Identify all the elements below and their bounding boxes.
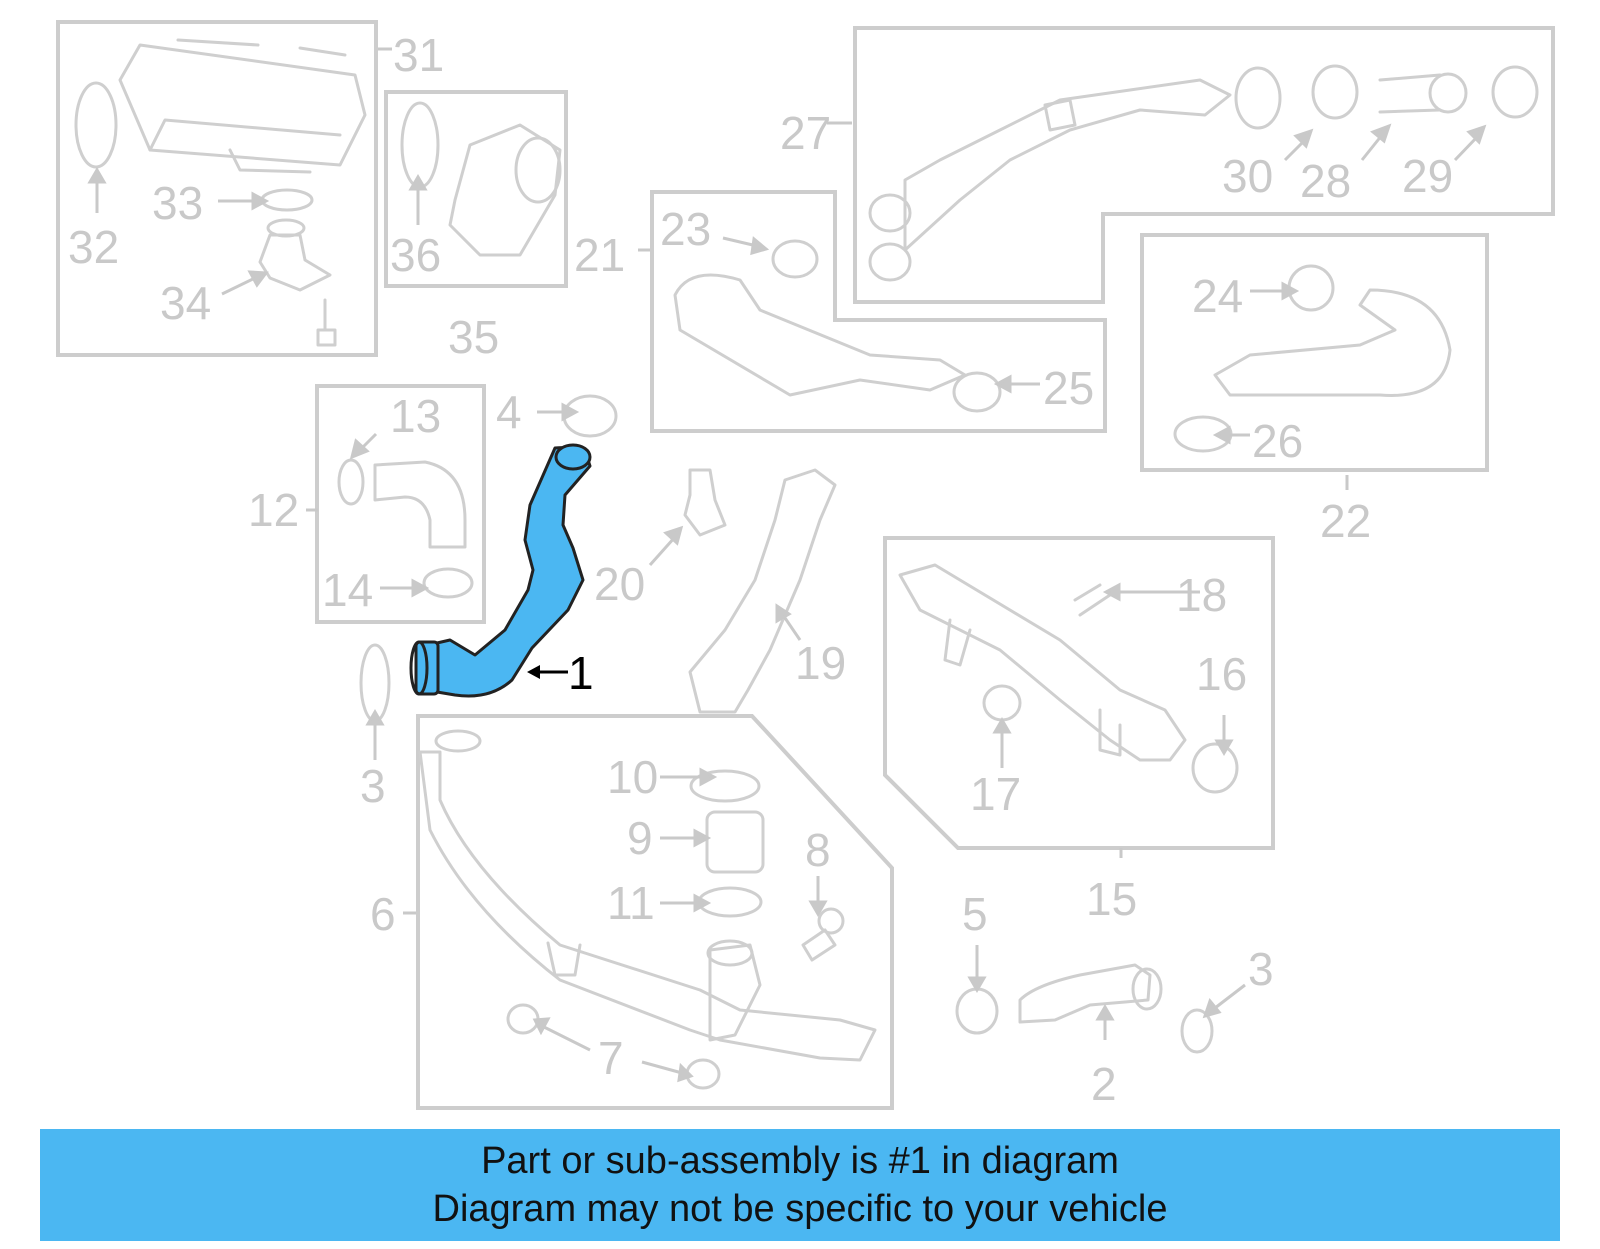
callout-11: 11 — [607, 877, 655, 929]
callout-5: 5 — [962, 888, 988, 940]
callout-13: 13 — [390, 390, 441, 442]
callout-26: 26 — [1252, 415, 1303, 467]
callout-3-right: 3 — [1248, 943, 1274, 995]
callout-34: 34 — [160, 277, 211, 329]
group-box-15 — [883, 536, 1275, 850]
group-box-21 — [650, 190, 1107, 433]
part-drawings-faint — [74, 38, 1539, 1090]
callout-7: 7 — [598, 1032, 624, 1084]
callout-18: 18 — [1176, 569, 1227, 621]
group-box-35 — [384, 90, 568, 288]
leader-line-1 — [527, 665, 568, 679]
callout-17: 17 — [970, 768, 1021, 820]
callout-2: 2 — [1091, 1058, 1117, 1110]
group-box-6 — [416, 714, 894, 1110]
callout-10: 10 — [607, 751, 658, 803]
callout-6: 6 — [370, 888, 396, 940]
callout-31: 31 — [393, 29, 444, 81]
banner-line-disclaimer: Diagram may not be specific to your vehi… — [432, 1188, 1168, 1230]
group-box-31 — [56, 20, 378, 357]
group-box-27 — [853, 26, 1555, 304]
callout-33: 33 — [152, 177, 203, 229]
banner-line-part: Part or sub-assembly is #1 in diagram — [481, 1140, 1119, 1182]
callout-14: 14 — [322, 564, 373, 616]
callout-15: 15 — [1086, 873, 1137, 925]
callout-9: 9 — [627, 812, 653, 864]
callout-19: 19 — [795, 637, 846, 689]
group-box-12 — [315, 384, 486, 624]
callout-1: 1 — [568, 647, 594, 699]
callout-27: 27 — [780, 107, 831, 159]
callout-32: 32 — [68, 221, 119, 273]
callout-22: 22 — [1320, 495, 1371, 547]
leader-lines — [87, 47, 1487, 1083]
callout-30: 30 — [1222, 150, 1273, 202]
callout-29: 29 — [1402, 150, 1453, 202]
callout-12: 12 — [248, 484, 299, 536]
callout-4: 4 — [496, 386, 522, 438]
group-box-22 — [1140, 233, 1489, 472]
callout-24: 24 — [1192, 270, 1243, 322]
info-banner: Part or sub-assembly is #1 in diagram Di… — [40, 1129, 1560, 1241]
callout-28: 28 — [1300, 155, 1351, 207]
callout-8: 8 — [805, 824, 831, 876]
callout-20: 20 — [594, 558, 645, 610]
callout-36: 36 — [390, 229, 441, 281]
callout-16: 16 — [1196, 648, 1247, 700]
callout-21: 21 — [574, 229, 625, 281]
callout-35: 35 — [448, 311, 499, 363]
callout-23: 23 — [660, 203, 711, 255]
callout-25: 25 — [1043, 362, 1094, 414]
callout-3-left: 3 — [360, 760, 386, 812]
part-1-hose[interactable] — [409, 443, 592, 698]
